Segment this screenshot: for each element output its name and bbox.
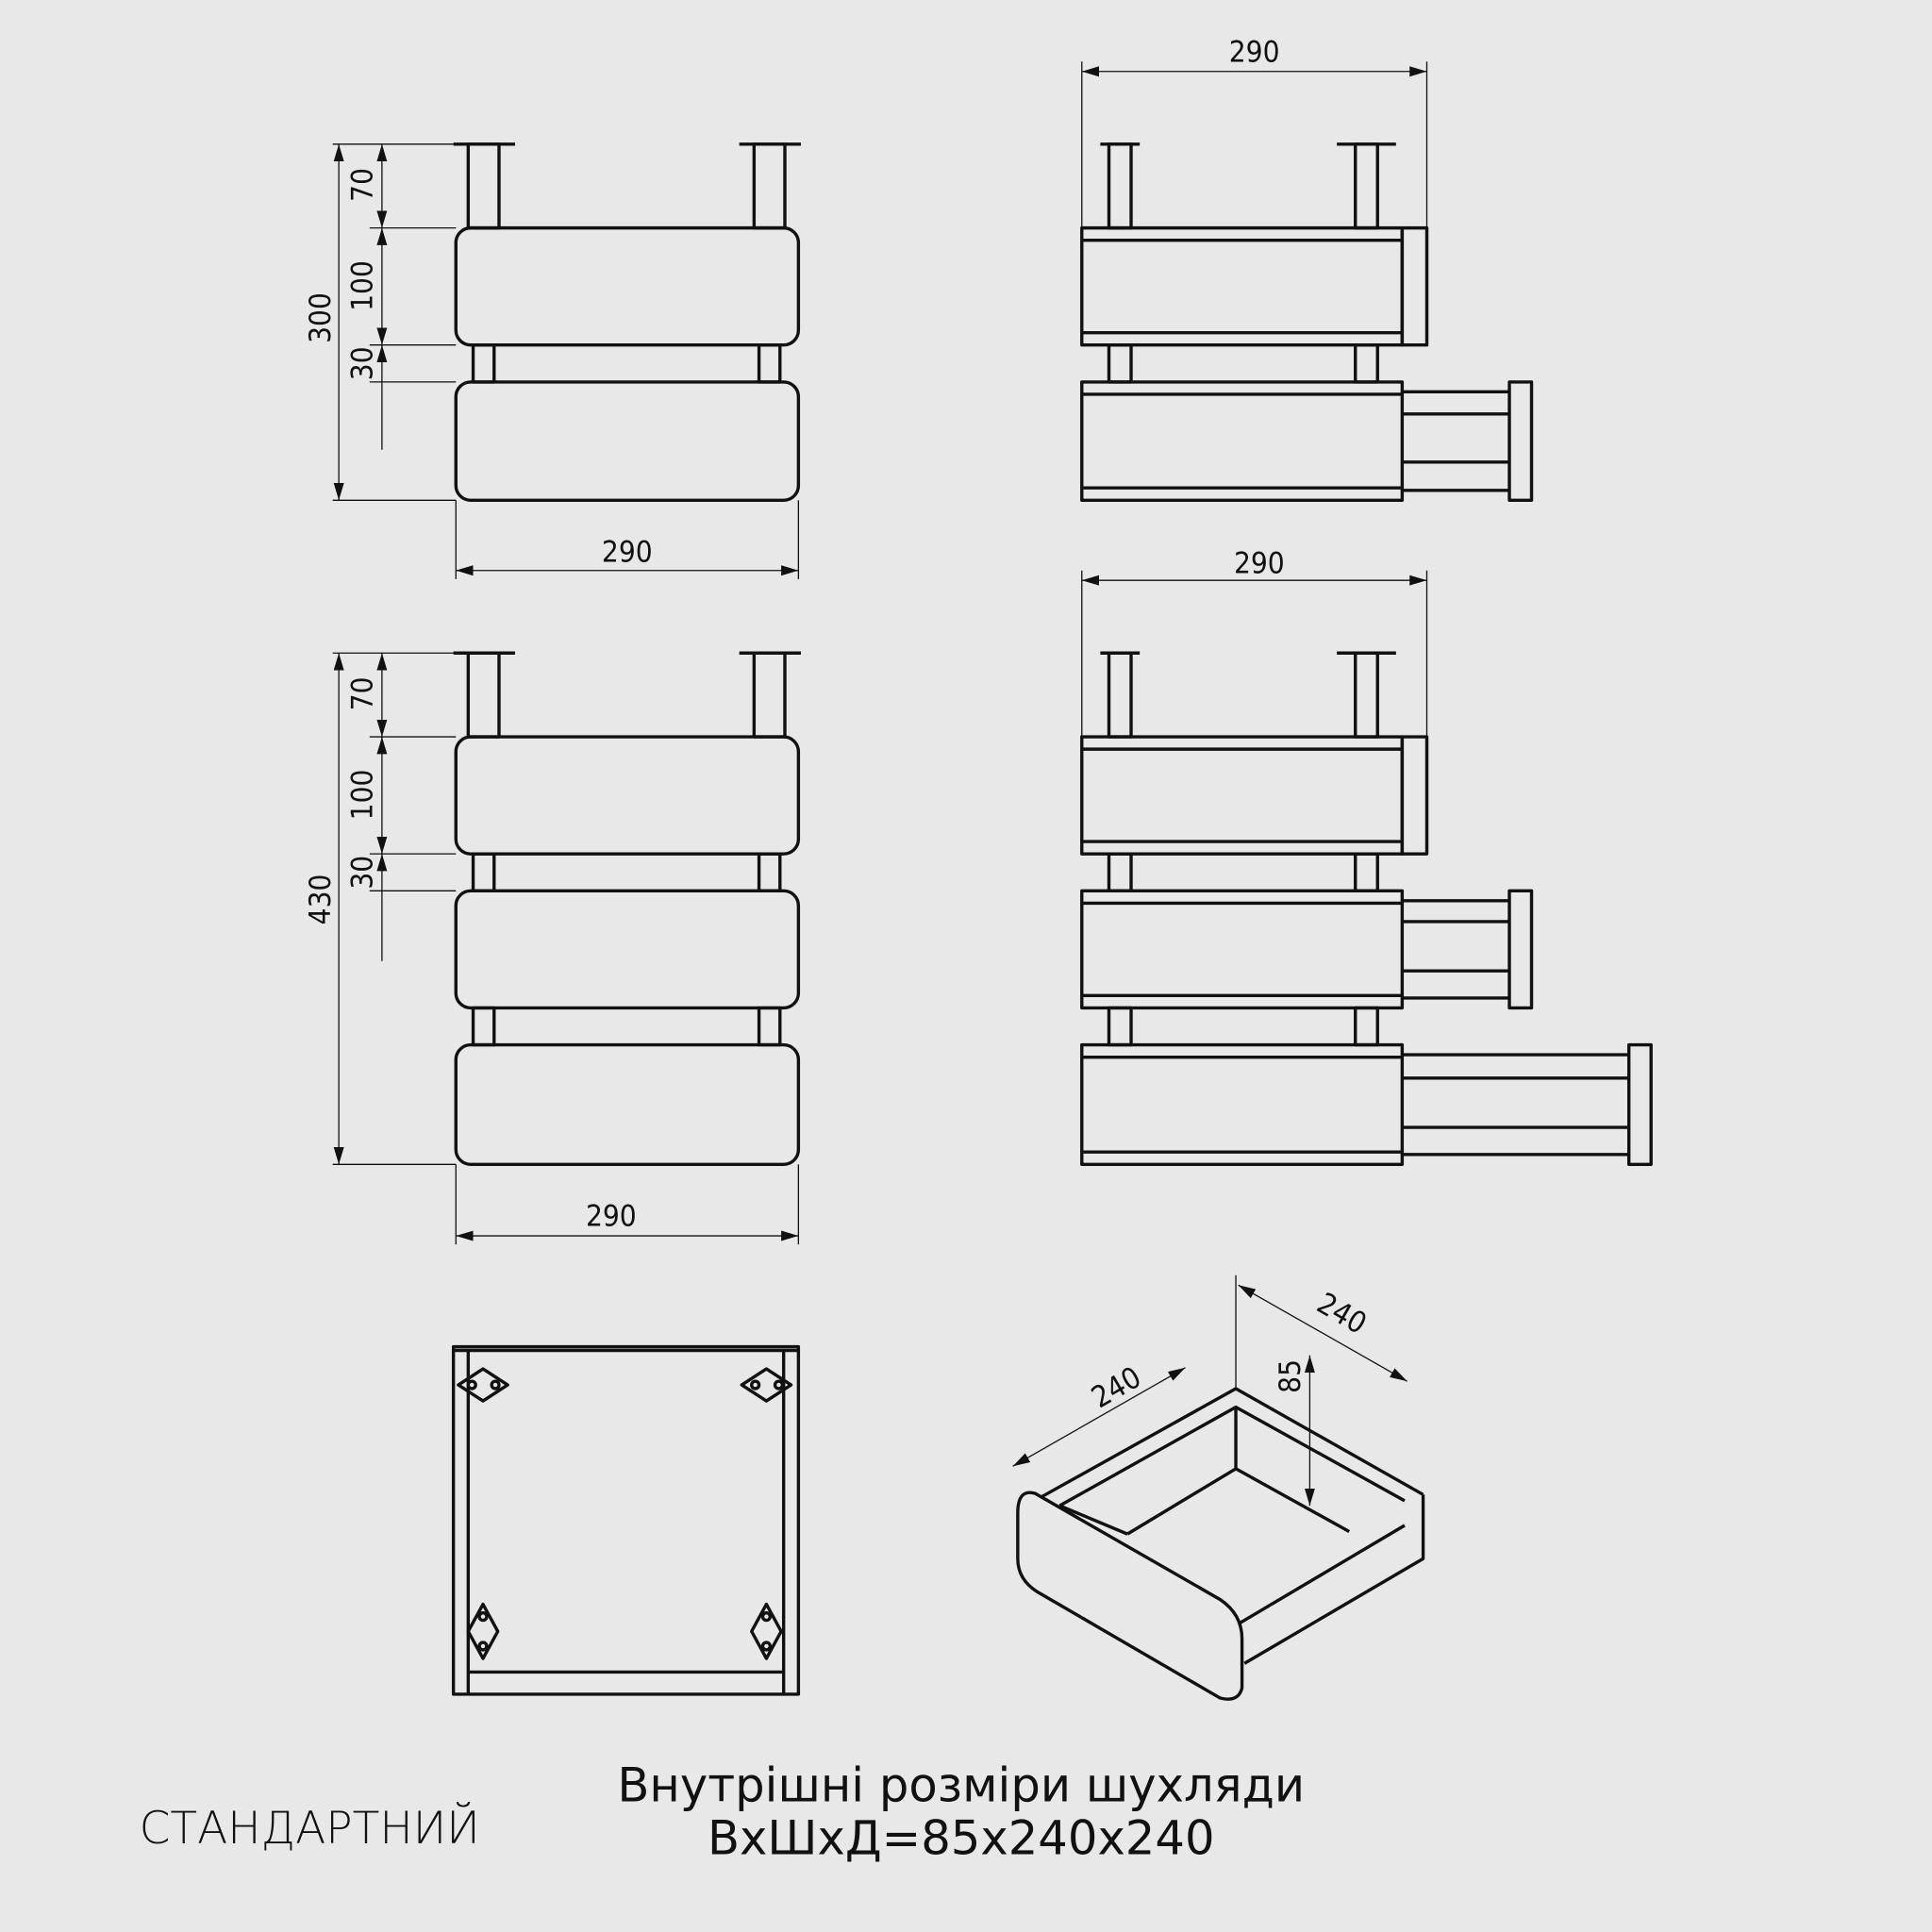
- dim-gap: 30: [345, 856, 379, 890]
- dim-drawer-height: 85: [1274, 1359, 1307, 1393]
- mounting-plate-icon: [740, 1367, 793, 1403]
- dim-leg: 70: [345, 168, 379, 202]
- dim-width: 290: [602, 536, 653, 570]
- dim-drawer-depth: 240: [1311, 1287, 1373, 1341]
- caption-line-2: ВхШхД=85х240х240: [708, 1811, 1215, 1866]
- dim-width: 290: [586, 1200, 637, 1234]
- front-view-three-drawers: 430 70 100 30 290: [304, 651, 801, 1245]
- dim-width: 290: [1234, 546, 1285, 580]
- model-name: СТАНДАРТНИЙ: [140, 1803, 480, 1855]
- dim-drawer: 100: [345, 260, 379, 311]
- mounting-plate-icon: [457, 1367, 509, 1403]
- drawer-isometric: 240 240 85: [1012, 1274, 1425, 1701]
- legs: [453, 651, 801, 1047]
- drawer-open: [1080, 380, 1534, 502]
- dim-total-height: 430: [304, 874, 338, 925]
- drawer-front: [454, 889, 801, 1010]
- dim-gap: 30: [345, 346, 379, 380]
- drawer-front: [454, 225, 801, 347]
- drawer-front: [454, 1042, 801, 1166]
- drawer-closed: [1080, 225, 1429, 347]
- dimension-lines: [332, 143, 800, 579]
- mounting-plate-icon: [750, 1602, 783, 1660]
- dim-drawer: 100: [345, 770, 379, 821]
- dim-drawer-width: 240: [1086, 1360, 1147, 1415]
- top-view: [451, 1344, 801, 1696]
- mounting-plate-icon: [466, 1602, 500, 1660]
- drawer-front: [454, 735, 801, 856]
- front-view-two-drawers: 300 70 100 30 290: [304, 142, 801, 579]
- legs: [1100, 651, 1396, 1047]
- caption-line-1: Внутрішні розміри шухляди: [617, 1758, 1305, 1813]
- side-view-two-drawers: 290: [1080, 35, 1534, 502]
- dim-width: 290: [1229, 35, 1280, 69]
- side-view-three-drawers: 290: [1080, 546, 1653, 1166]
- dim-total-height: 300: [304, 292, 338, 343]
- drawer-front: [454, 380, 801, 502]
- dim-leg: 70: [345, 676, 379, 710]
